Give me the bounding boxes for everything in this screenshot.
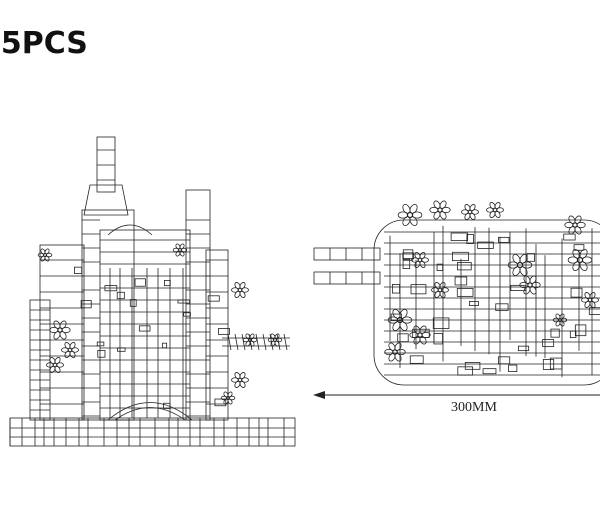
piece-count-title: 35PCS <box>0 26 88 61</box>
castle-front-icon <box>9 136 296 447</box>
width-dimension-label: 300MM <box>451 400 497 415</box>
dimension-arrow-icon <box>313 391 600 399</box>
castle-top-icon <box>313 200 600 386</box>
